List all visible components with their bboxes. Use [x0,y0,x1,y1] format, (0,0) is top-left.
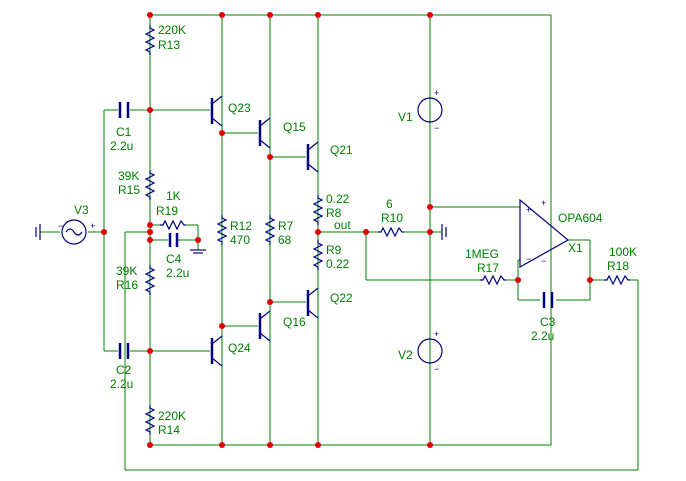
c2-symbol [118,343,130,359]
c3-value: 2.2u [531,329,554,343]
sources: + − + − − + [58,88,443,374]
c1-value: 2.2u [110,139,133,153]
r8-symbol [312,195,324,225]
r10-symbol [378,226,404,238]
opamp-vplus: + [541,198,546,208]
r15-ref: R15 [118,183,140,197]
r8-ref: R8 [326,206,342,220]
v1-symbol [417,97,443,123]
r18-value: 100K [609,245,637,259]
r14-value: 220K [158,409,186,423]
opamp-x1: + − + − [519,198,570,269]
c4-value: 2.2u [166,266,189,280]
c4-ref: C4 [166,252,182,266]
v3-plus: + [90,221,95,231]
q21-symbol [306,141,319,173]
v2-minus: − [434,364,439,374]
q15-ref: Q15 [283,120,306,134]
q16-symbol [258,310,271,342]
r7-symbol [264,215,276,245]
q24-ref: Q24 [228,341,251,355]
r14-symbol [144,405,156,435]
v1-ref: V1 [398,110,413,124]
r16-ref: R16 [116,278,138,292]
r13-ref: R13 [158,38,180,52]
opamp-minus: − [526,254,531,264]
v3-symbol [61,219,87,245]
v2-symbol [417,338,443,364]
r12-ref: R12 [230,219,252,233]
r9-ref: R9 [326,243,342,257]
v1-plus: + [434,88,439,98]
net-out: out [334,218,351,232]
q16-ref: Q16 [283,315,306,329]
c3-ref: C3 [540,315,556,329]
r17-ref: R17 [477,261,499,275]
r15-value: 39K [118,169,139,183]
r18-ref: R18 [607,259,629,273]
r16-symbol [144,265,156,295]
ground-icon-v3 [35,224,41,240]
transistors [210,95,319,367]
grounds [35,224,447,254]
r14-ref: R14 [158,423,180,437]
v2-ref: V2 [398,348,413,362]
q22-ref: Q22 [330,291,353,305]
r13-symbol [144,25,156,55]
capacitors [118,102,554,359]
r9-value: 0.22 [326,257,350,271]
r9-symbol [312,240,324,270]
x1-ref: X1 [568,241,583,255]
r10-value: 6 [386,197,393,211]
c3-symbol [542,292,554,308]
r19-symbol [160,219,186,231]
c1-symbol [118,102,130,118]
c2-ref: C2 [116,363,132,377]
ground-icon-c4 [190,249,206,254]
resistors [144,25,630,435]
v3-ref: V3 [74,203,89,217]
labels: 220K R13 C1 2.2u Q23 Q15 Q21 39K R15 1K … [74,23,637,437]
c4-symbol [168,233,179,247]
r12-value: 470 [230,233,250,247]
v1-minus: − [434,123,439,133]
opamp-vminus: − [541,256,546,266]
ground-icon-supply [441,224,447,240]
c2-value: 2.2u [110,377,133,391]
q15-symbol [258,117,271,149]
r16-value: 39K [116,264,137,278]
r10-ref: R10 [381,211,403,225]
r17-symbol [480,274,506,286]
opamp-plus: + [526,205,531,215]
r12-symbol [216,215,228,245]
q23-symbol [210,95,223,127]
r18-symbol [604,274,630,286]
q24-symbol [210,335,223,367]
c1-ref: C1 [116,125,132,139]
r19-value: 1K [166,189,181,203]
q22-symbol [306,287,319,319]
r19-ref: R19 [156,204,178,218]
q23-ref: Q23 [228,101,251,115]
x1-model: OPA604 [558,211,603,225]
q21-ref: Q21 [330,143,353,157]
r7-value: 68 [278,233,292,247]
v2-plus: + [434,329,439,339]
junctions [101,12,593,448]
r7-ref: R7 [278,219,294,233]
r15-symbol [144,170,156,200]
v3-minus: − [58,221,63,231]
r17-value: 1MEG [465,247,499,261]
r8-value: 0.22 [326,192,350,206]
r13-value: 220K [158,23,186,37]
